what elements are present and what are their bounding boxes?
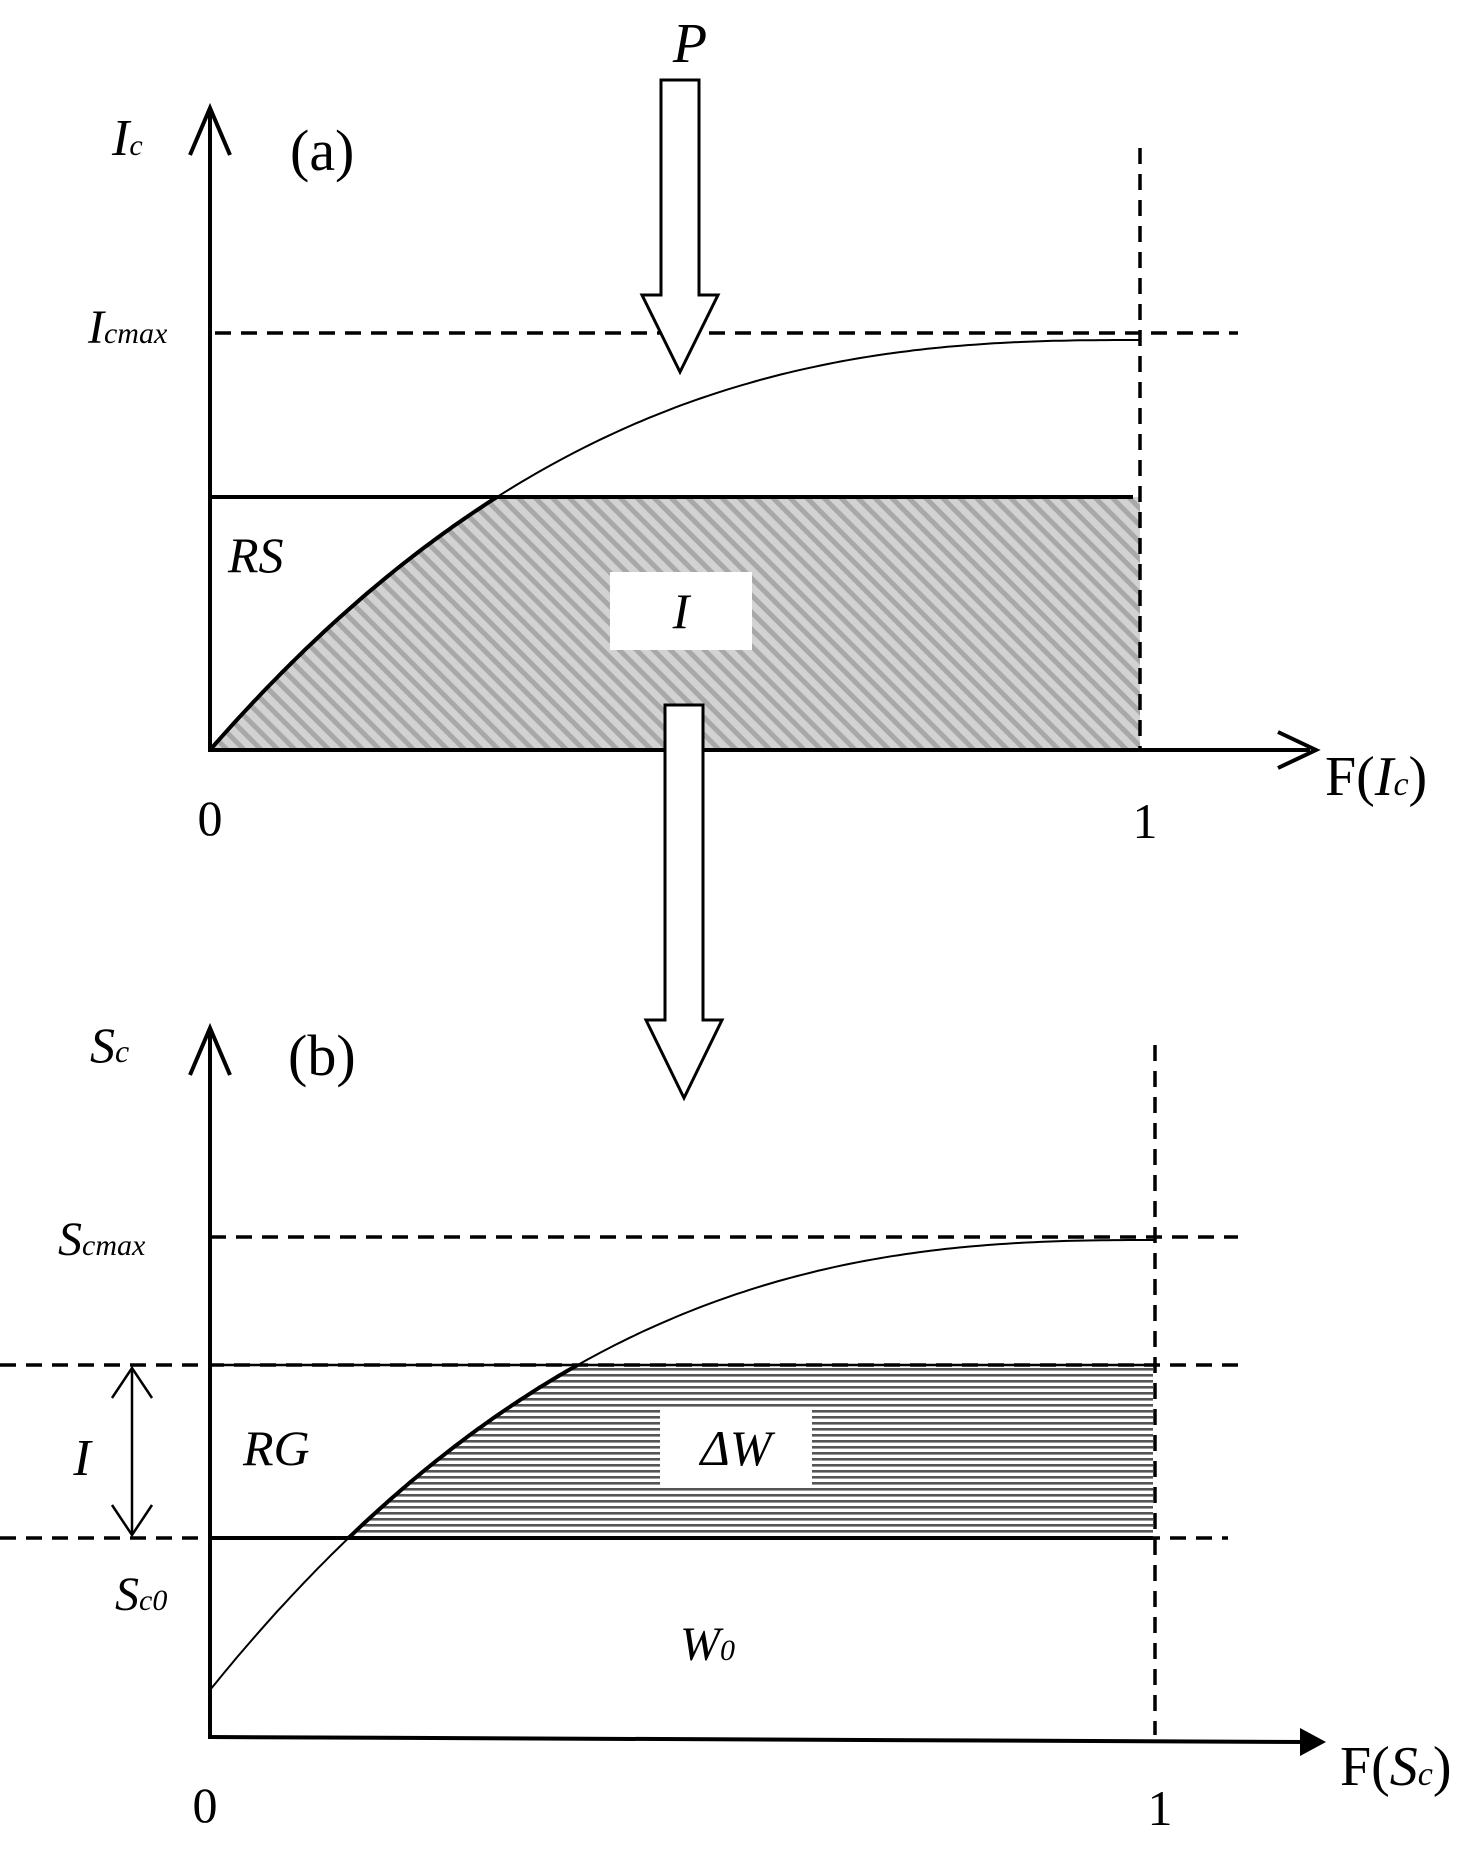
interception-curve-bold-segment	[208, 495, 499, 752]
b-x-axis	[207, 1735, 1311, 1744]
a-x-axis-label: F(Ic)	[1325, 746, 1427, 808]
b-dw-label: ΔW	[699, 1420, 776, 1476]
b-range-arrow-top-head	[110, 1365, 154, 1399]
a-max-label: Icmax	[87, 301, 168, 354]
a-y-axis-label: Ic	[111, 110, 143, 167]
b-max-label: Scmax	[58, 1213, 146, 1266]
b-dw-label-box	[660, 1410, 812, 1488]
a-x-axis-arrowhead	[1277, 730, 1321, 770]
a-panel-tag: (a)	[290, 118, 354, 183]
b-w0-label: W0	[680, 1618, 735, 1671]
b-panel-tag: (b)	[288, 1023, 356, 1088]
panel-a: (a) Ic Icmax RS I 0 1 F(Ic)	[87, 102, 1427, 849]
b-x-axis-label: F(Sc)	[1340, 1736, 1452, 1798]
a-i-label: I	[672, 583, 692, 639]
a-y-axis-arrowhead	[188, 102, 232, 156]
b-origin-label: 0	[193, 1777, 218, 1833]
b-range-arrow-bottom-head	[110, 1504, 154, 1538]
panel-b: I (b) Sc Scmax Sc0 RG ΔW W0 0 1 F(Sc)	[0, 1017, 1452, 1836]
a-i-label-box	[610, 572, 752, 650]
infiltration-transfer-arrow	[643, 703, 725, 1102]
a-end-label: 1	[1133, 793, 1158, 849]
a-rs-label: RS	[227, 527, 284, 583]
b-y-axis-arrowhead	[188, 1022, 232, 1076]
b-y-axis-label: Sc	[90, 1017, 129, 1073]
storage-curve-bold-segment	[347, 1363, 579, 1540]
precipitation-label: P	[672, 13, 707, 75]
b-rg-label: RG	[242, 1420, 310, 1476]
b-x-axis-arrowhead	[1300, 1728, 1326, 1756]
a-origin-label: 0	[198, 790, 223, 846]
b-end-label: 1	[1148, 1780, 1173, 1836]
b-s0-label: Sc0	[115, 1568, 167, 1621]
precipitation-input-arrow	[639, 78, 721, 376]
b-range-label: I	[72, 1430, 93, 1487]
